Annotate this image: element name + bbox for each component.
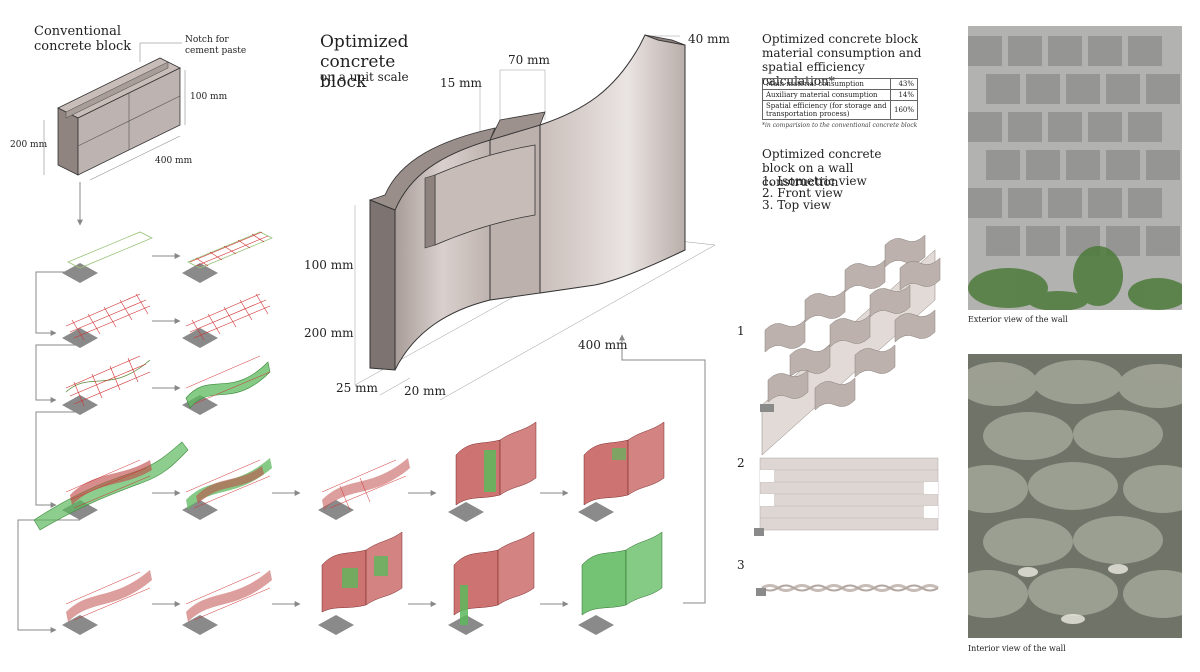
calc-row: Spatial efficiency (for storage and tran… bbox=[762, 100, 919, 120]
exterior-photo bbox=[968, 26, 1182, 310]
dim-20: 20 mm bbox=[404, 384, 446, 398]
dim-100-conv: 100 mm bbox=[190, 92, 228, 102]
optimized-subtitle: on a unit scale bbox=[320, 70, 409, 84]
dim-70: 70 mm bbox=[508, 53, 550, 67]
calc-value: 43% bbox=[889, 78, 919, 90]
step-3b bbox=[182, 355, 271, 415]
optimized-block bbox=[354, 34, 716, 401]
dim-200-conv: 200 mm bbox=[10, 140, 48, 150]
step-4a bbox=[33, 441, 189, 531]
dim-100-opt: 100 mm bbox=[304, 258, 354, 272]
process-arrows bbox=[17, 182, 706, 633]
step-4e bbox=[578, 421, 665, 522]
marker-1: 1 bbox=[737, 324, 745, 338]
wall-view-1: 1. Isometric view bbox=[762, 174, 867, 188]
step-1a bbox=[62, 231, 153, 283]
step-5a bbox=[62, 570, 152, 635]
step-4d bbox=[448, 421, 537, 522]
dim-25: 25 mm bbox=[336, 381, 378, 395]
calc-title: Optimized concrete block material consum… bbox=[762, 32, 922, 88]
step-2a bbox=[62, 293, 151, 348]
exterior-photo-art bbox=[968, 26, 1182, 310]
wall-title: Optimized concrete block on a wall const… bbox=[762, 147, 882, 189]
calc-row: Auxiliary material consumption 14% bbox=[762, 89, 919, 101]
calc-value: 160% bbox=[889, 100, 919, 120]
calc-value: 14% bbox=[889, 89, 919, 101]
step-4c bbox=[318, 458, 410, 520]
step-4b bbox=[182, 458, 272, 520]
dim-40: 40 mm bbox=[688, 32, 730, 46]
marker-2: 2 bbox=[737, 456, 745, 470]
wall-view-3: 3. Top view bbox=[762, 198, 832, 212]
wall-view-2: 2. Front view bbox=[762, 186, 843, 200]
calc-table: Main material consumption 43% Auxiliary … bbox=[762, 78, 919, 120]
calc-label: Spatial efficiency (for storage and tran… bbox=[762, 100, 891, 120]
interior-photo-art bbox=[968, 354, 1182, 638]
dim-200-opt: 200 mm bbox=[304, 326, 354, 340]
dim-15: 15 mm bbox=[440, 76, 482, 90]
interior-caption: Interior view of the wall bbox=[968, 644, 1066, 653]
marker-3: 3 bbox=[737, 558, 745, 572]
calc-row: Main material consumption 43% bbox=[762, 78, 919, 90]
calc-label: Auxiliary material consumption bbox=[762, 89, 891, 101]
dim-400-opt: 400 mm bbox=[578, 338, 628, 352]
step-3a bbox=[62, 355, 151, 415]
dim-400-conv: 400 mm bbox=[155, 156, 193, 166]
calc-footnote: *in comparision to the conventional conc… bbox=[762, 122, 918, 129]
step-1b bbox=[182, 231, 273, 283]
calc-label: Main material consumption bbox=[762, 78, 891, 90]
conventional-block bbox=[43, 42, 186, 181]
step-5d bbox=[448, 531, 535, 635]
optimized-title: Optimized concrete block bbox=[320, 32, 409, 92]
exterior-caption: Exterior view of the wall bbox=[968, 315, 1068, 324]
step-5c bbox=[318, 531, 403, 635]
step-2b bbox=[182, 293, 271, 348]
step-5e bbox=[578, 531, 663, 635]
step-5b bbox=[182, 570, 272, 635]
conventional-title: Conventional concrete block bbox=[34, 24, 132, 54]
notch-label: Notch for cement paste bbox=[185, 35, 247, 56]
interior-photo bbox=[968, 354, 1182, 638]
